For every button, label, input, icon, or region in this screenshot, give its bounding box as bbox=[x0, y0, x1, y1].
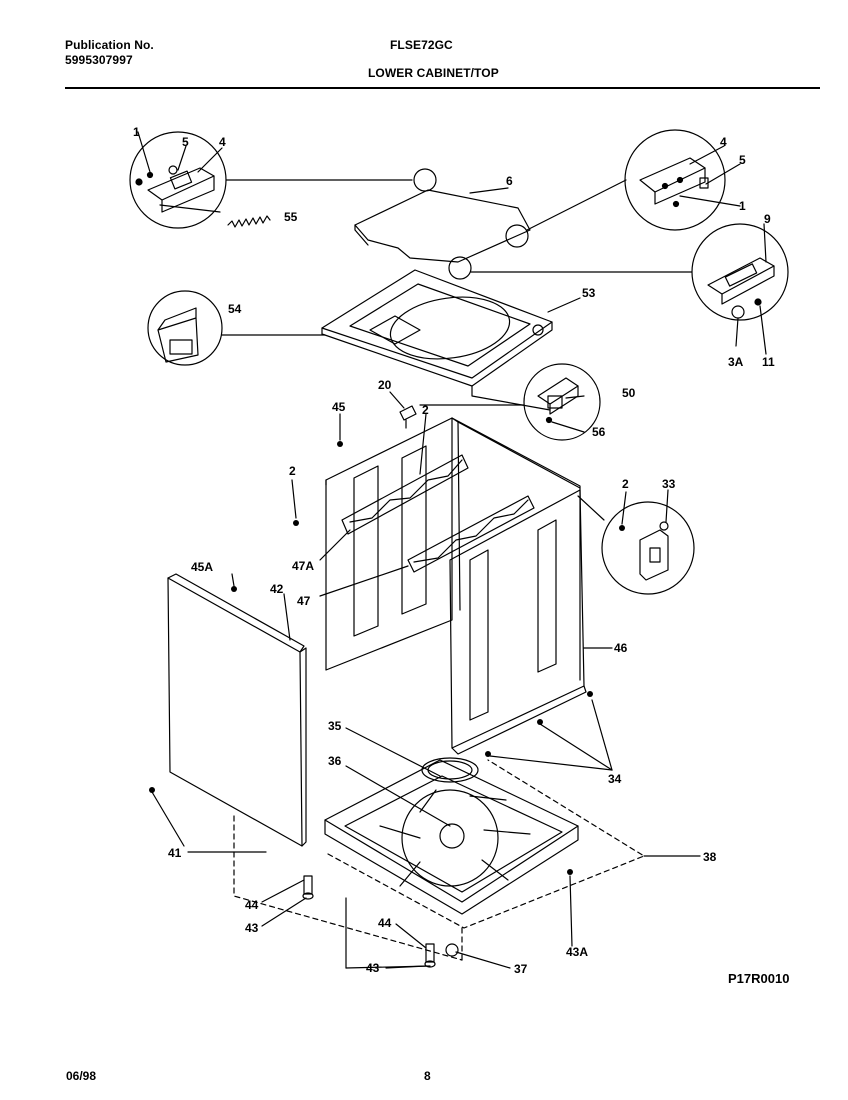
part-label-54: 54 bbox=[228, 302, 242, 316]
part-label-2b: 2 bbox=[289, 464, 296, 478]
part-label-43a-leg: 43A bbox=[566, 945, 588, 959]
part-label-33: 33 bbox=[662, 477, 676, 491]
part-label-4: 4 bbox=[219, 135, 226, 149]
part-label-56: 56 bbox=[592, 425, 606, 439]
drawing-code: P17R0010 bbox=[728, 971, 790, 986]
part-label-2c: 2 bbox=[622, 477, 629, 491]
hinge-detail-left bbox=[129, 131, 227, 229]
part-label-41: 41 bbox=[168, 846, 182, 860]
leader-lines bbox=[137, 131, 767, 969]
part-label-43b: 43 bbox=[366, 961, 380, 975]
base-dashed-outline bbox=[233, 759, 645, 961]
brace-lower bbox=[407, 495, 535, 573]
part-label-1: 1 bbox=[133, 125, 140, 139]
part-label-35: 35 bbox=[328, 719, 342, 733]
hinge-detail-lower-right bbox=[691, 223, 789, 321]
cabinet-back-panel bbox=[325, 417, 581, 681]
part-label-3a: 3A bbox=[728, 355, 744, 369]
base-frame bbox=[324, 757, 579, 915]
part-label-36: 36 bbox=[328, 754, 342, 768]
dispenser-cup bbox=[147, 290, 223, 366]
front-panel bbox=[167, 573, 307, 847]
part-label-43a: 43 bbox=[245, 921, 259, 935]
part-label-11: 11 bbox=[762, 355, 775, 369]
header-rule bbox=[65, 87, 820, 89]
section-title: LOWER CABINET/TOP bbox=[368, 66, 499, 80]
lid-switch-detail bbox=[523, 363, 601, 441]
publication-number: 5995307997 bbox=[65, 53, 133, 67]
cabinet-top bbox=[321, 269, 553, 411]
hinge-detail-right bbox=[624, 129, 726, 231]
fasteners bbox=[149, 441, 625, 875]
model-number: FLSE72GC bbox=[390, 38, 453, 52]
part-label-46: 46 bbox=[614, 641, 628, 655]
part-label-50: 50 bbox=[622, 386, 636, 400]
part-label-9: 9 bbox=[764, 212, 771, 226]
part-label-45a: 45A bbox=[191, 560, 213, 574]
part-label-4b: 4 bbox=[720, 135, 727, 149]
part-label-20: 20 bbox=[378, 378, 392, 392]
part-label-44a: 44 bbox=[245, 898, 259, 912]
leveling-legs bbox=[302, 875, 459, 968]
part-label-34: 34 bbox=[608, 772, 622, 786]
part-label-1b: 1 bbox=[739, 199, 746, 213]
part-label-53: 53 bbox=[582, 286, 596, 300]
side-panel-right bbox=[449, 489, 587, 755]
part-label-47a: 47A bbox=[292, 559, 314, 573]
bracket-detail bbox=[601, 501, 695, 595]
footer-date: 06/98 bbox=[66, 1069, 97, 1083]
spring bbox=[227, 215, 271, 228]
part-label-37: 37 bbox=[514, 962, 528, 976]
part-label-42: 42 bbox=[270, 582, 284, 596]
part-label-2a: 2 bbox=[422, 403, 429, 417]
part-label-5: 5 bbox=[182, 135, 189, 149]
part-label-44b: 44 bbox=[378, 916, 392, 930]
part-label-5b: 5 bbox=[739, 153, 746, 167]
part-labels: 1 5 4 6 55 4 5 1 9 53 54 3A 11 20 2 45 5… bbox=[133, 125, 775, 976]
part-label-55: 55 bbox=[284, 210, 298, 224]
part-label-6: 6 bbox=[506, 174, 513, 188]
lid bbox=[354, 168, 531, 280]
part-label-47: 47 bbox=[297, 594, 311, 608]
page-number: 8 bbox=[424, 1069, 431, 1083]
part-label-38: 38 bbox=[703, 850, 717, 864]
part-label-45: 45 bbox=[332, 400, 346, 414]
brace-upper bbox=[341, 454, 469, 535]
publication-label: Publication No. bbox=[65, 38, 154, 52]
